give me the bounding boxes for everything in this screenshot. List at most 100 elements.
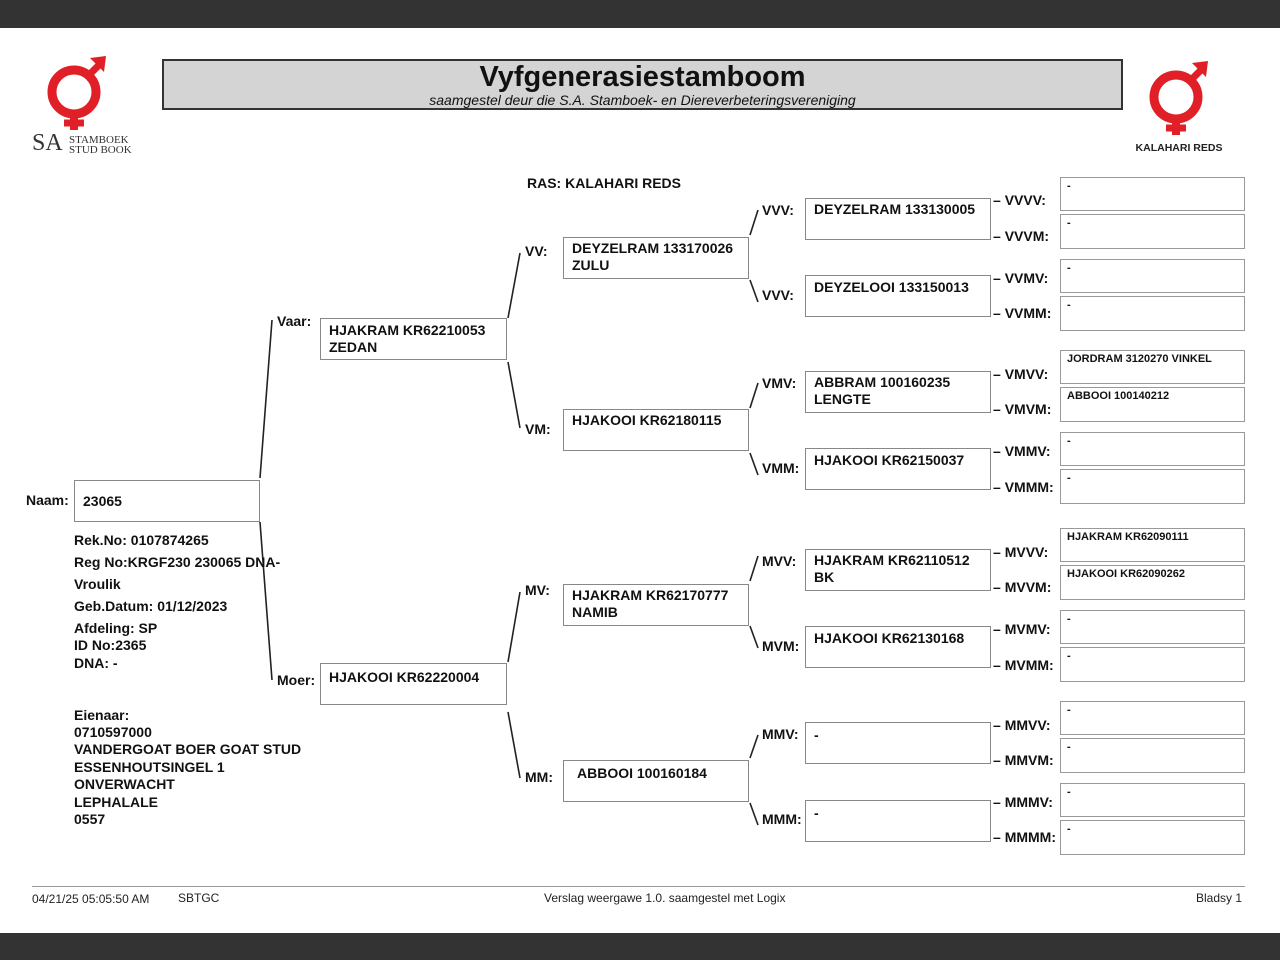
mv-label: MV: xyxy=(525,582,550,598)
mmmm-name: - xyxy=(1067,823,1071,835)
mvmm-label: – MVMM: xyxy=(993,657,1054,673)
vmvv-label: – VMVV: xyxy=(993,366,1049,382)
owner-line: ESSENHOUTSINGEL 1 xyxy=(74,759,225,775)
vvv-box: DEYZELRAM 133130005 xyxy=(805,198,991,240)
vvvm-label: – VVVM: xyxy=(993,228,1050,244)
vvv-name: DEYZELRAM 133130005 xyxy=(814,201,976,217)
vmmm-label-text: VMMM: xyxy=(1004,479,1054,495)
mvvm-box: HJAKOOI KR62090262 xyxy=(1060,565,1245,600)
owner-line: ONVERWACHT xyxy=(74,776,175,792)
rek-no: Rek.No: 0107874265 xyxy=(74,532,209,548)
mmmm-label: – MMMM: xyxy=(993,829,1056,845)
vaar-label: Vaar: xyxy=(277,313,312,329)
mmvm-box: - xyxy=(1060,738,1245,773)
title-box: Vyfgenerasiestamboom saamgestel deur die… xyxy=(162,59,1123,110)
vvmv-box: - xyxy=(1060,259,1245,293)
moer-box: HJAKOOI KR62220004 xyxy=(320,663,507,705)
mmmv-label: – MMMV: xyxy=(993,794,1053,810)
mvmm-name: - xyxy=(1067,650,1071,662)
vvmv-name: - xyxy=(1067,262,1071,274)
vmm-box: HJAKOOI KR62150037 xyxy=(805,448,991,490)
mmm-box: - xyxy=(805,800,991,842)
gender-symbol-icon xyxy=(47,56,106,130)
mvmv-name: - xyxy=(1067,613,1071,625)
vvvv-label: – VVVV: xyxy=(993,192,1046,208)
mvvv-box: HJAKRAM KR62090111 xyxy=(1060,528,1245,562)
mmmv-box: - xyxy=(1060,783,1245,817)
vm-name: HJAKOOI KR62180115 xyxy=(572,412,722,428)
vmvm-name: ABBOOI 100140212 xyxy=(1067,390,1170,402)
vmm-name: HJAKOOI KR62150037 xyxy=(814,452,965,468)
mmvm-label: – MMVM: xyxy=(993,752,1054,768)
mvm-box: HJAKOOI KR62130168 xyxy=(805,626,991,668)
vmvm-label-text: VMVM: xyxy=(1004,401,1052,417)
bottom-dark-bar xyxy=(0,933,1280,960)
vmv-box: ABBRAM 100160235 LENGTE xyxy=(805,371,991,413)
mvmv-label: – MVMV: xyxy=(993,621,1051,637)
vmv-label: VMV: xyxy=(762,375,797,391)
footer-code: SBTGC xyxy=(178,891,220,905)
kalahari-reds-wordmark: KALAHARI REDS xyxy=(1135,142,1223,154)
vv-box: DEYZELRAM 133170026 ZULU xyxy=(563,237,749,279)
geslag: Vroulik xyxy=(74,576,121,592)
page-subtitle: saamgestel deur die S.A. Stamboek- en Di… xyxy=(429,92,856,108)
mvm-name: HJAKOOI KR62130168 xyxy=(814,630,965,646)
owner-line: VANDERGOAT BOER GOAT STUD xyxy=(74,741,302,757)
vvvm-box: - xyxy=(1060,214,1245,249)
vvm-box: DEYZELOOI 133150013 xyxy=(805,275,991,317)
dna: DNA: - xyxy=(74,655,118,671)
vmvv-label-text: VMVV: xyxy=(1004,366,1049,382)
vm-label: VM: xyxy=(525,421,551,437)
mv-name: HJAKRAM KR62170777 NAMIB xyxy=(572,587,729,620)
mmmv-name: - xyxy=(1067,786,1071,798)
vmvv-box: JORDRAM 3120270 VINKEL xyxy=(1060,350,1245,384)
vaar-box: HJAKRAM KR62210053 ZEDAN xyxy=(320,318,507,360)
mvvm-name: HJAKOOI KR62090262 xyxy=(1067,568,1186,580)
sa-logo-line2: STUD BOOK xyxy=(69,144,132,156)
mvmv-label-text: MVMV: xyxy=(1004,621,1051,637)
subject-box: 23065 xyxy=(74,480,260,522)
vvv-label: VVV: xyxy=(762,202,794,218)
mmvv-box: - xyxy=(1060,701,1245,735)
mvv-label: MVV: xyxy=(762,553,797,569)
mmm-label: MMM: xyxy=(762,811,802,827)
breed-label: RAS: KALAHARI REDS xyxy=(527,175,681,191)
naam-label: Naam: xyxy=(26,492,69,508)
vvm-name: DEYZELOOI 133150013 xyxy=(814,279,969,295)
mmv-name: - xyxy=(814,727,819,743)
vmmv-label-text: VMMV: xyxy=(1004,443,1051,459)
vvm-label: VVV: xyxy=(762,287,794,303)
owner-line: 0557 xyxy=(74,811,106,827)
vvmm-label: – VVMM: xyxy=(993,305,1052,321)
vvmv-label: – VVMV: xyxy=(993,270,1049,286)
mvm-label: MVM: xyxy=(762,638,800,654)
mvmm-label-text: MVMM: xyxy=(1004,657,1054,673)
mm-box: ABBOOI 100160184 xyxy=(563,760,749,802)
footer-divider xyxy=(32,886,1245,887)
mm-label: MM: xyxy=(525,769,553,785)
mmmm-box: - xyxy=(1060,820,1245,855)
vmmm-box: - xyxy=(1060,469,1245,504)
vmv-name: ABBRAM 100160235 LENGTE xyxy=(814,374,951,407)
moer-name: HJAKOOI KR62220004 xyxy=(329,669,480,685)
vmm-label: VMM: xyxy=(762,460,800,476)
vvmm-label-text: VVMM: xyxy=(1004,305,1052,321)
mvmv-box: - xyxy=(1060,610,1245,644)
gender-symbol-icon xyxy=(1149,61,1208,135)
owner-label: Eienaar: xyxy=(74,707,130,723)
mmvm-label-text: MMVM: xyxy=(1004,752,1054,768)
footer-report: Verslag weergawe 1.0. saamgestel met Log… xyxy=(544,891,786,905)
footer-page-number: Bladsy 1 xyxy=(1196,891,1243,905)
top-dark-bar xyxy=(0,0,1280,28)
vvvv-label-text: VVVV: xyxy=(1004,192,1046,208)
mmv-label: MMV: xyxy=(762,726,799,742)
vvvm-name: - xyxy=(1067,217,1071,229)
mvv-name: HJAKRAM KR62110512 BK xyxy=(814,552,970,585)
mmm-name: - xyxy=(814,805,819,821)
sa-logo-wordmark: STAMBOEK STUD BOOK xyxy=(69,134,132,156)
vmmm-label: – VMMM: xyxy=(993,479,1054,495)
mvvv-label: – MVVV: xyxy=(993,544,1049,560)
owner-line: LEPHALALE xyxy=(74,794,158,810)
sa-logo-line1: STAMBOEK xyxy=(69,134,129,146)
mvvv-name: HJAKRAM KR62090111 xyxy=(1067,531,1189,543)
